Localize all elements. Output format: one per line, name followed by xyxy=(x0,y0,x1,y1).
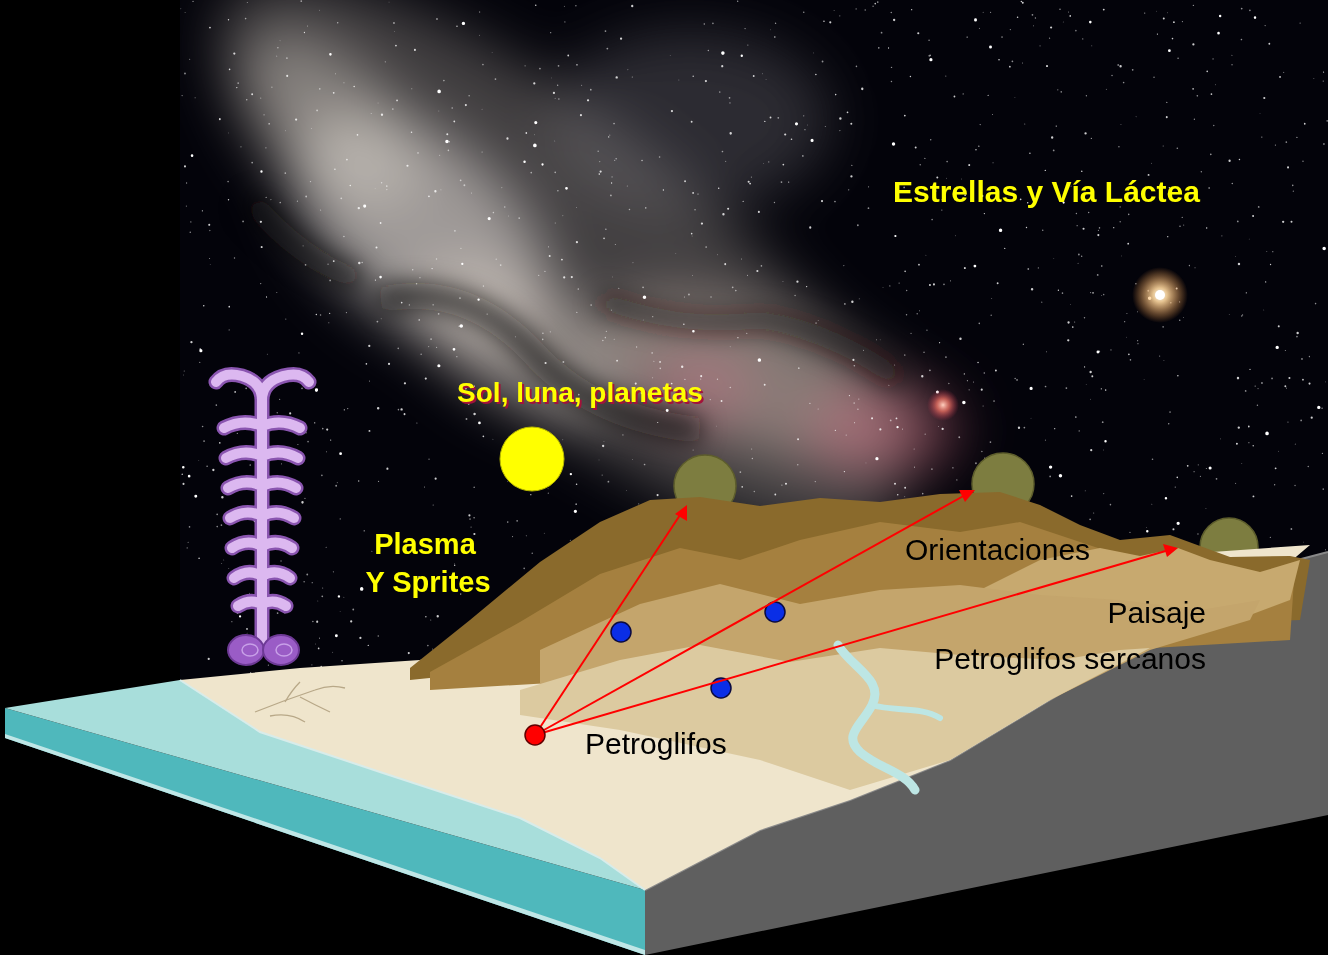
land-plain xyxy=(180,545,1310,890)
nearby-petroglyph-dots xyxy=(611,602,785,698)
landscape-label: Orientaciones xyxy=(905,532,1090,568)
bright-star xyxy=(1132,267,1188,323)
orientation-arrows xyxy=(535,490,1178,735)
landscape-label: Paisaje xyxy=(1108,595,1206,631)
sprite-label: Y Sprites xyxy=(365,565,490,600)
site-label: Petroglifos xyxy=(585,726,727,762)
dust-lanes xyxy=(250,200,900,430)
landscape-label: Petroglifos sercanos xyxy=(934,641,1206,677)
sun-disc xyxy=(500,427,564,491)
bright-star-core xyxy=(1155,290,1165,300)
sprite-label: Plasma xyxy=(374,527,476,562)
red-star xyxy=(927,389,959,421)
sky-label: Sol, luna, planetas xyxy=(457,376,703,410)
river-delta xyxy=(255,682,345,722)
sprite-figure xyxy=(216,374,309,665)
river xyxy=(838,645,915,790)
river-branch xyxy=(872,705,940,718)
petroglyph-site xyxy=(525,725,545,745)
sky-label: Estrellas y Vía Láctea xyxy=(893,174,1200,210)
